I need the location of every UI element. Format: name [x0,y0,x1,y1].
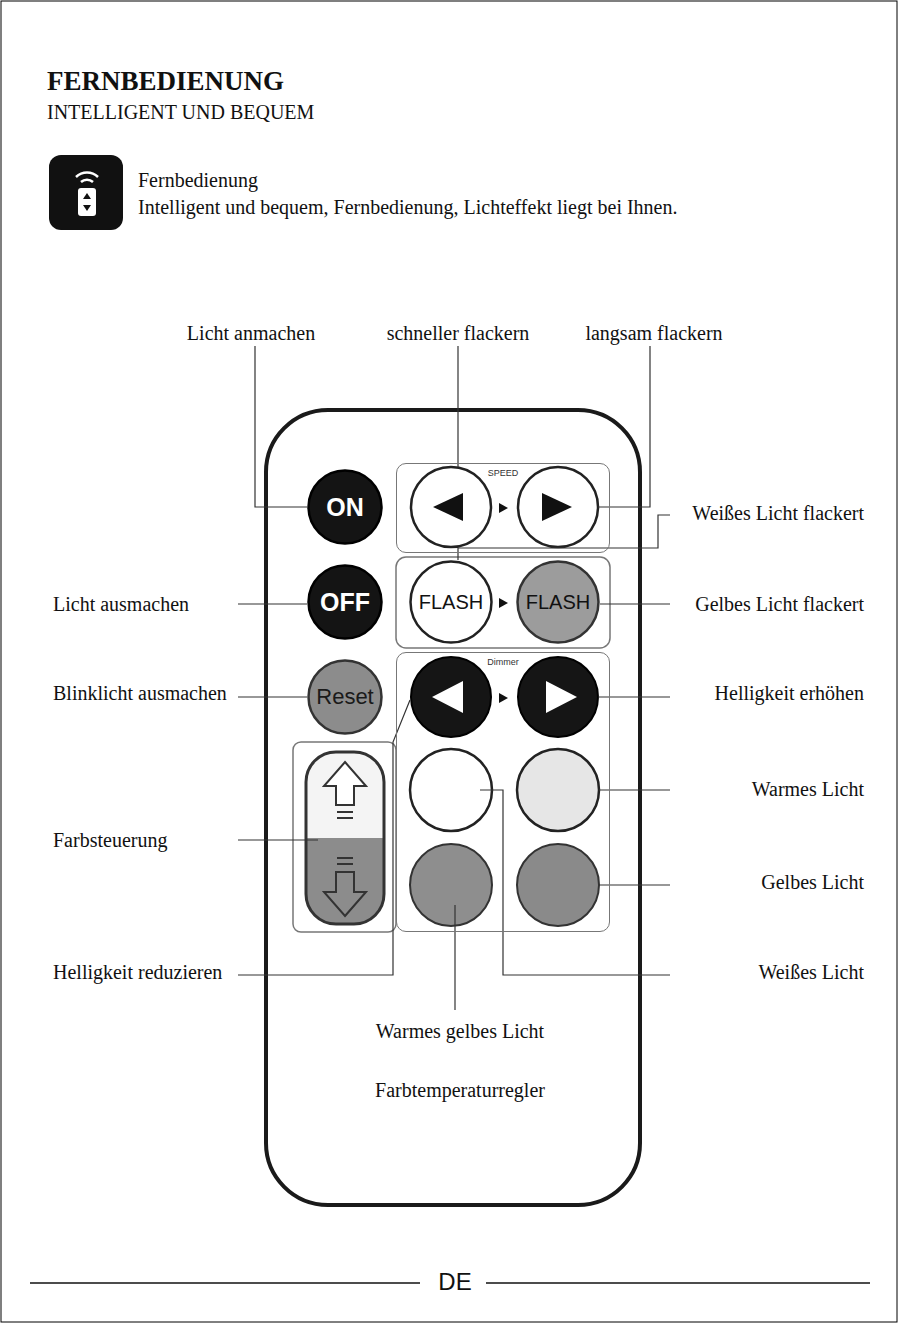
button-outline [518,562,599,643]
off-button: OFF [307,564,383,640]
arrow-dash [337,811,353,813]
speed-button [411,467,491,547]
leader-line [238,839,318,840]
arrow-dash [337,857,353,859]
button-label: OFF [320,590,370,615]
up-arrow [324,762,366,805]
arrow-symbol [499,503,508,513]
callout-label: Licht anmachen [187,323,315,343]
callout-label: Weißes Licht [758,962,864,982]
callout-label: Weißes Licht flackert [692,503,864,523]
callout-label: Licht ausmachen [53,594,189,614]
arrow-dash [337,863,353,865]
arrow-symbol [432,681,463,713]
leader-line [238,603,307,604]
arrow-symbol [546,681,577,713]
leader-line [600,603,670,604]
remote-icon [49,155,123,230]
footer-rule [486,1282,870,1284]
dimmer-button [411,657,491,737]
remote-icon-body [78,188,96,216]
button-label: FLASH [419,592,483,612]
leader-line [238,700,410,975]
color-button [517,844,599,926]
leader-line [598,346,650,507]
arrow-symbol [499,693,508,703]
callout-label: Helligkeit erhöhen [715,683,864,703]
leader-line [598,696,670,697]
button-outline [309,566,382,639]
arrow-dash [337,817,353,819]
callout-label: Gelbes Licht flackert [695,594,864,614]
arrow-symbol [499,598,508,608]
speed-group: SPEED [396,463,610,553]
callout-label: Blinklicht ausmachen [53,683,227,703]
callout-label: langsam flackern [585,323,722,343]
leader-line [457,346,458,467]
group-label: Dimmer [487,658,519,667]
callout-label: Farbsteuerung [53,830,167,850]
dimmer-group: Dimmer [396,652,610,932]
color-slider-half [306,838,384,924]
on-button: ON [307,469,383,545]
callout-label: Gelbes Licht [761,872,864,892]
leader-line [458,515,670,560]
down-arrow [324,872,366,916]
icon-arrow [83,205,91,211]
dimmer-button [518,657,598,737]
button-label: FLASH [526,592,590,612]
speed-button [518,467,598,547]
button-outline [309,471,382,544]
button-label: ON [326,495,364,520]
remote-body [266,410,640,1205]
page-title: FERNBEDIENUNG [47,68,284,95]
flash-button: FLASH [516,560,600,644]
signal-arc [81,180,93,182]
arrow-symbol [542,493,572,521]
button-outline [309,661,382,734]
feature-heading: Fernbedienung [138,170,258,190]
subtitle: INTELLIGENT UND BEQUEM [47,102,314,122]
arrow-symbol [433,493,463,521]
callout-label: schneller flackern [387,323,530,343]
leader-line [480,790,670,975]
button-label: Reset [316,686,373,708]
signal-arc [76,173,98,177]
language-code: DE [438,1270,471,1294]
color-button [410,844,492,926]
footer-rule [30,1282,420,1284]
callout-label: Warmes gelbes Licht [376,1021,544,1041]
flash-button: FLASH [409,560,493,644]
button-group [396,557,610,648]
button-outline [411,562,492,643]
color-button [517,749,599,831]
group-label: SPEED [488,469,519,478]
icon-arrow [83,193,91,199]
reset-button: Reset [307,659,383,735]
color-slider-outline [306,752,384,924]
callout-label: Helligkeit reduzieren [53,962,222,982]
callout-label: Farbtemperaturregler [375,1080,545,1100]
button-group [293,742,396,932]
leader-line [255,346,307,507]
leader-line [454,905,455,1010]
color-button [410,749,492,831]
leader-line [238,696,307,697]
callout-label: Warmes Licht [752,779,864,799]
feature-text: Intelligent und bequem, Fernbedienung, L… [138,197,677,217]
